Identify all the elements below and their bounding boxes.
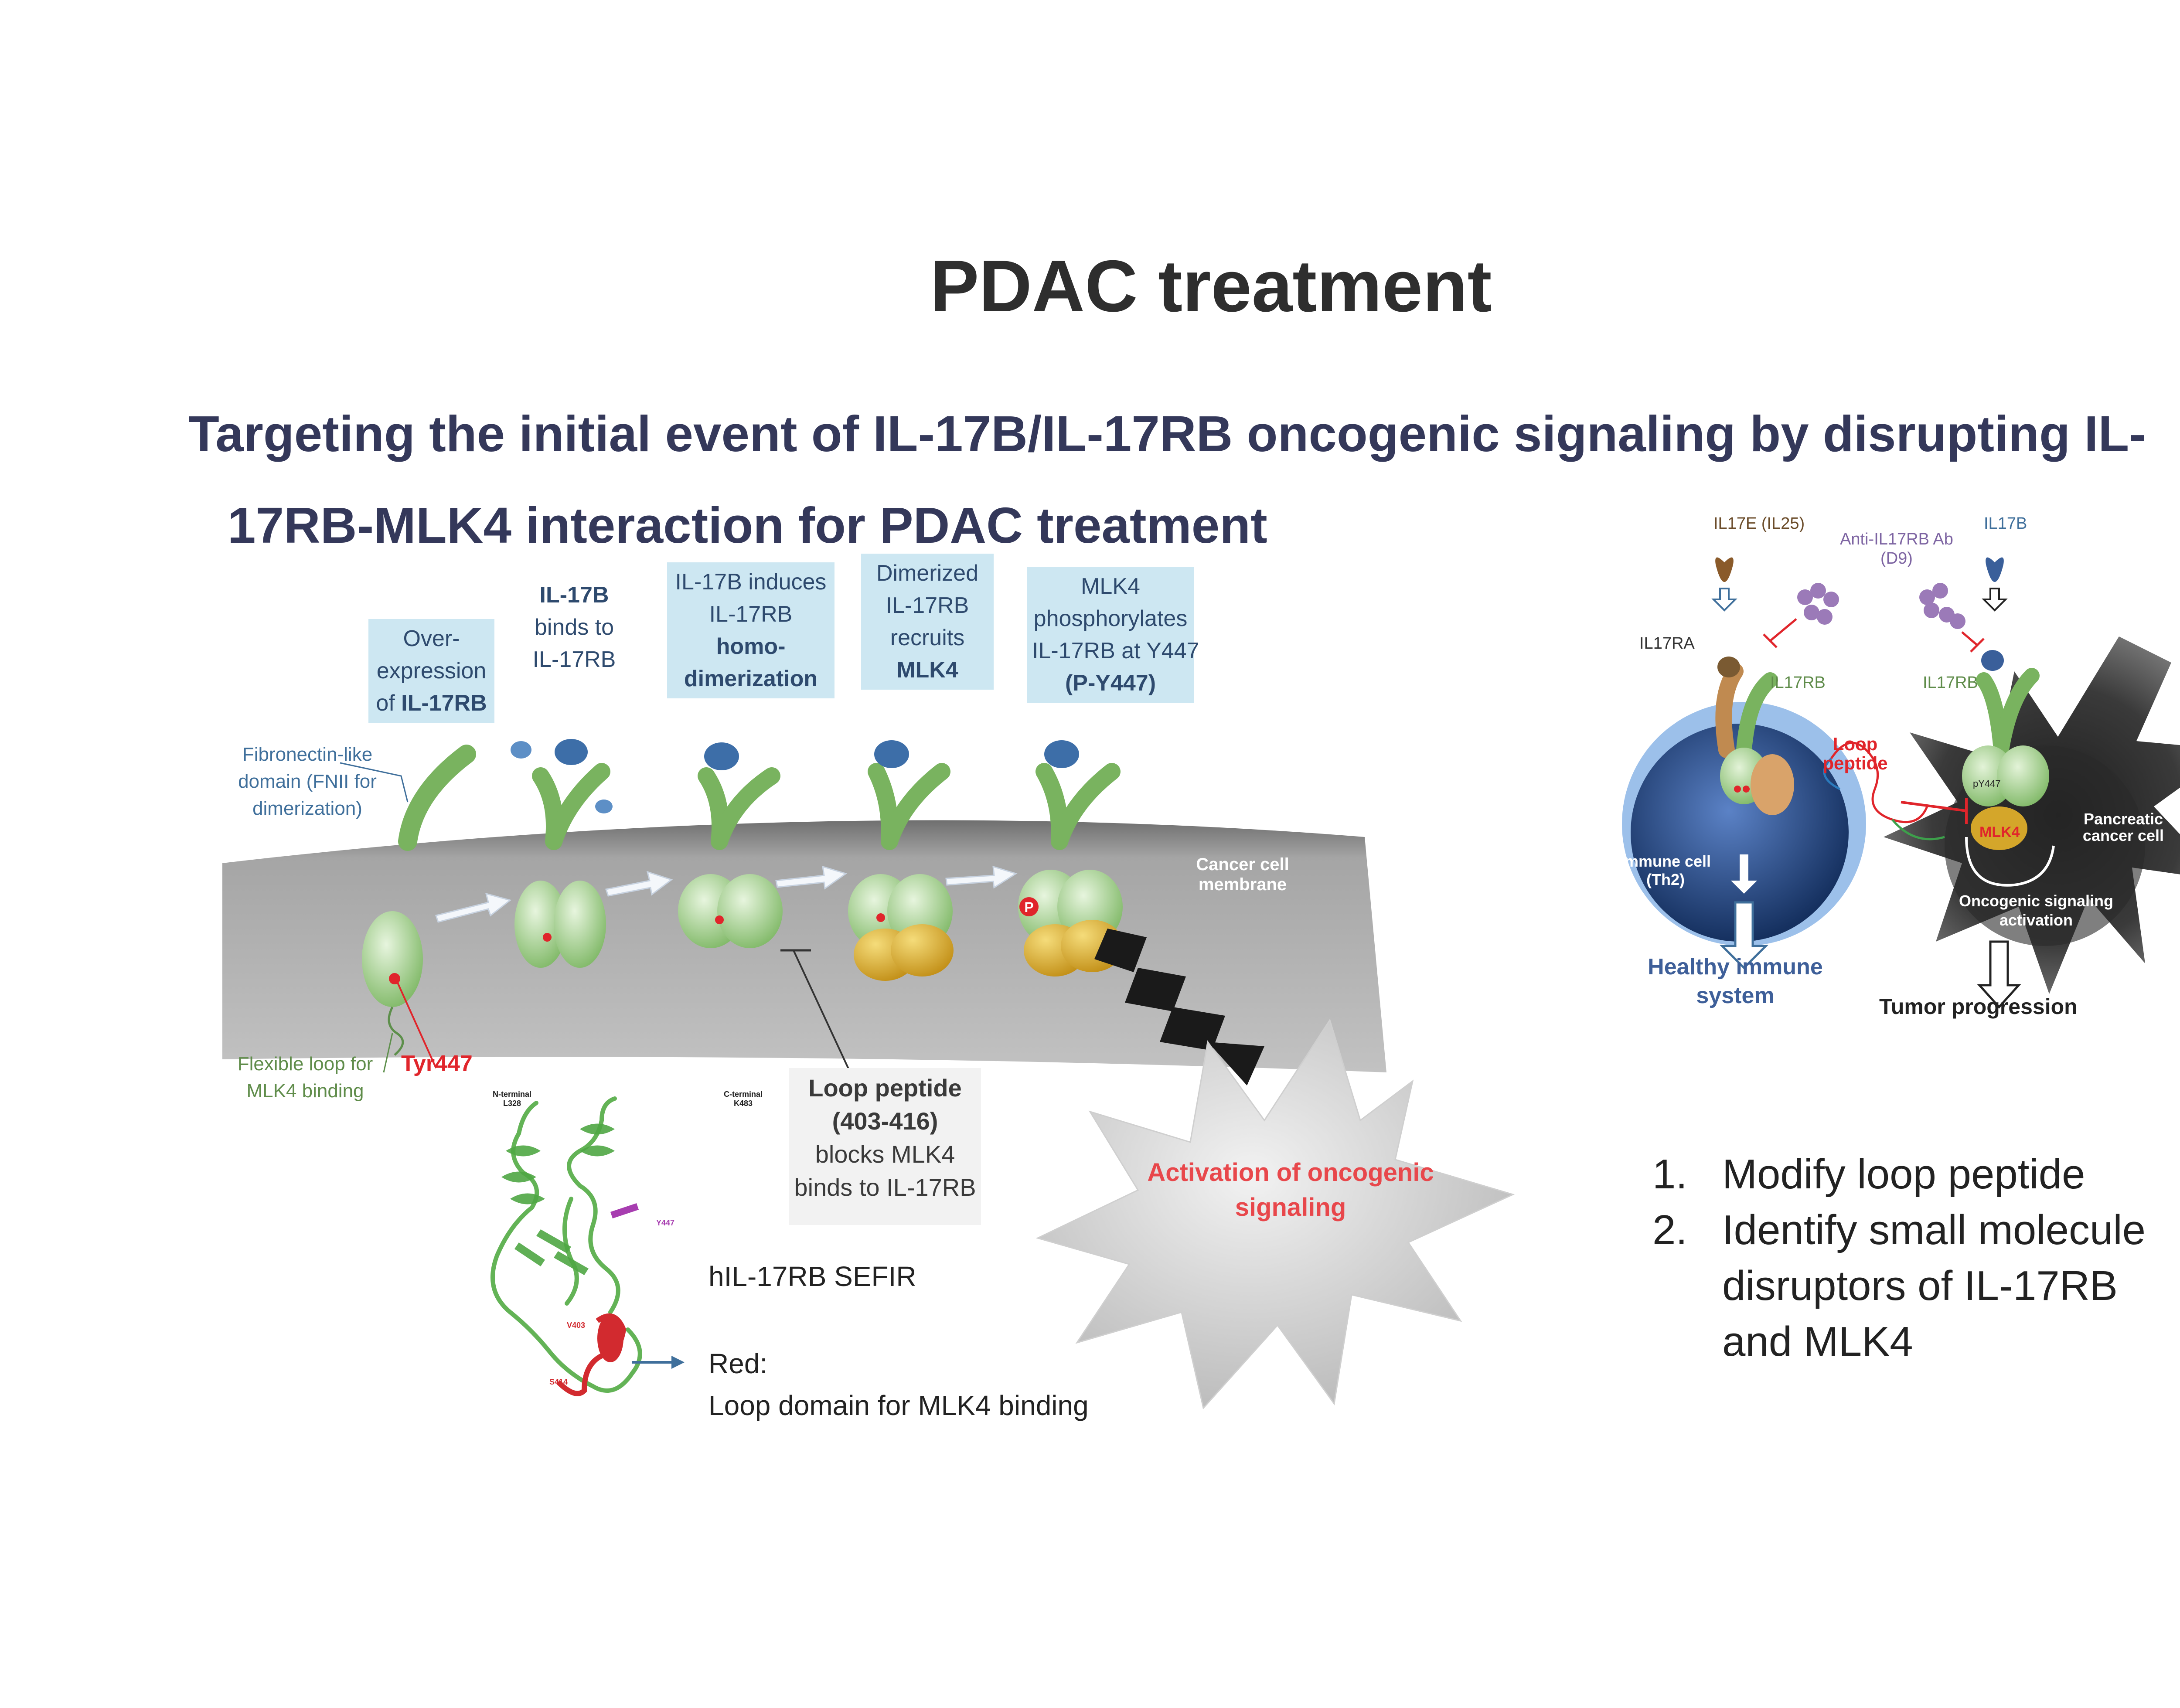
oncogenic-label: Oncogenic signaling activation <box>1959 892 2114 929</box>
tumor-label: Tumor progression <box>1879 994 2078 1019</box>
mechanism-diagram: P <box>222 739 1515 1410</box>
anti-il17rb-antibodies <box>1797 583 1965 629</box>
il17b-label: IL17B <box>1984 514 2027 533</box>
healthy-label: Healthy immune system <box>1648 954 1823 1008</box>
tyr447-label: Tyr447 <box>401 1051 473 1076</box>
activation-arrows <box>1094 929 1264 1085</box>
il17rb-right-label: IL17RB <box>1923 674 1978 692</box>
svg-text:P: P <box>1024 899 1033 915</box>
receptor-step-1 <box>398 745 476 851</box>
step-box-4: Dimerized IL-17RB recruits MLK4 <box>861 554 994 690</box>
loop-peptide-text: blocks MLK4 binds to IL-17RB <box>794 1140 976 1201</box>
cell-diagram <box>1622 557 2180 1009</box>
fibronectin-label: Fibronectin-like domain (FNII for dimeri… <box>238 744 377 819</box>
pancreatic-label: Pancreatic cancer cell <box>2082 810 2164 844</box>
red-title: Red: <box>708 1348 768 1379</box>
il17ra-label: IL17RA <box>1639 634 1695 653</box>
membrane-label: Cancer cell membrane <box>1196 855 1289 894</box>
step-box-3: IL-17B induces IL-17RB homo- dimerizatio… <box>667 562 835 698</box>
step-box-5: MLK4 phosphorylates IL-17RB at Y447 (P-Y… <box>1027 567 1199 703</box>
il17rb-left-label: IL17RB <box>1770 674 1826 692</box>
v403-label: V403 <box>567 1321 586 1330</box>
subtitle-line-2: 17RB-MLK4 interaction for PDAC treatment <box>228 497 1267 554</box>
anti-ab-label: Anti-IL17RB Ab (D9) <box>1840 530 1953 568</box>
y447-label: Y447 <box>656 1218 675 1227</box>
receptor-step-5 <box>1036 740 1121 850</box>
red-description: Loop domain for MLK4 binding <box>708 1390 1089 1421</box>
activation-label: Activation of oncogenic signaling <box>1147 1158 1434 1221</box>
s414-label: S414 <box>549 1378 568 1386</box>
flexible-loop-label: Flexible loop for MLK4 binding <box>237 1053 373 1102</box>
loop-peptide-box: Loop peptide (403-416) blocks MLK4 binds… <box>789 1068 981 1225</box>
mlk4-label: MLK4 <box>1979 824 2020 840</box>
activation-starburst <box>1036 1018 1515 1410</box>
il17b-ligand <box>1986 557 2004 582</box>
page-title: PDAC treatment <box>930 245 1492 327</box>
subtitle: Targeting the initial event of IL-17B/IL… <box>188 388 2180 571</box>
receptor-step-4 <box>868 740 950 850</box>
loop-peptide-label: Loop peptide <box>1822 734 1888 773</box>
receptor-step-2 <box>511 739 613 850</box>
structure-name: hIL-17RB SEFIR <box>708 1261 916 1292</box>
monomer-receptor <box>362 911 423 1007</box>
sefir-structure <box>490 1096 685 1396</box>
n-terminal-label: N-terminal L328 <box>493 1090 532 1108</box>
tyr447-marker <box>389 973 400 984</box>
step-arrows <box>435 865 1018 923</box>
il17e-ligand <box>1715 557 1734 582</box>
il17e-label: IL17E (IL25) <box>1713 514 1805 533</box>
py447-label: pY447 <box>1973 778 2001 789</box>
c-terminal-label: C-terminal K483 <box>724 1090 763 1108</box>
immune-cell <box>1631 724 1849 942</box>
loop-peptide-title: Loop peptide (403-416) <box>808 1074 962 1135</box>
subtitle-line-1: Targeting the initial event of IL-17B/IL… <box>188 405 2146 462</box>
receptor-step-3 <box>698 742 780 850</box>
todo-item-1: 1.Modify loop peptide <box>1652 1151 2085 1198</box>
mlk4-right <box>1971 806 2027 850</box>
todo-item-2: 2.Identify small molecule disruptors of … <box>1652 1207 2146 1365</box>
step-box-1: Over- expression of IL-17RB <box>368 619 494 723</box>
immune-label: Immune cell (Th2) <box>1620 852 1711 888</box>
step-box-2: IL-17B binds to IL-17RB <box>532 582 616 672</box>
todo-list: 1.Modify loop peptide 2.Identify small m… <box>1652 1147 2180 1370</box>
phospho-marker <box>1019 897 1039 916</box>
